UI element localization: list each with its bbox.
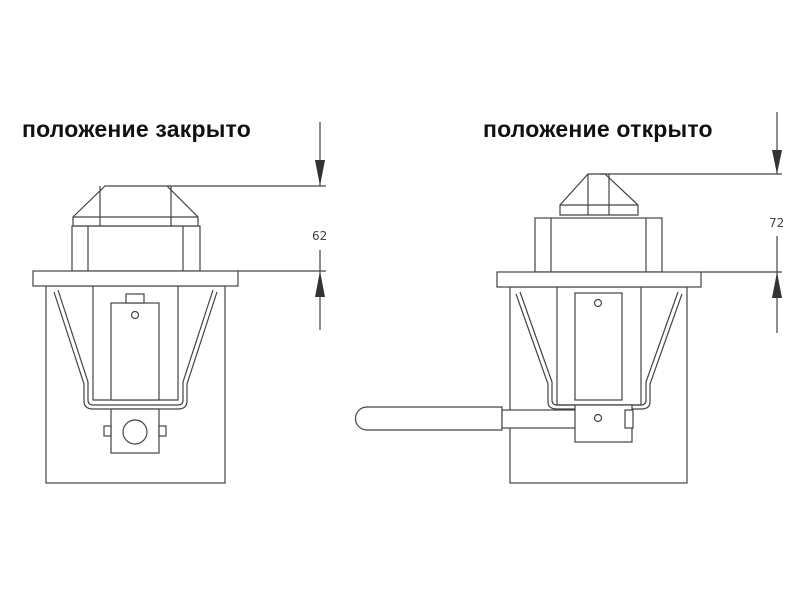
lower-block xyxy=(574,404,633,443)
open-dimension: 72 xyxy=(600,112,784,333)
column-bolt xyxy=(130,310,140,320)
central-column xyxy=(110,302,160,401)
column-bolt xyxy=(593,298,603,308)
closed-lock-drawing xyxy=(32,185,239,484)
cone-head xyxy=(72,185,199,227)
housing-box xyxy=(534,217,663,273)
open-dimension-label: 72 xyxy=(769,216,784,230)
arrow-down-icon xyxy=(315,160,325,186)
housing-box xyxy=(71,225,201,272)
open-lock-drawing xyxy=(354,173,702,484)
closed-position-title: положение закрыто xyxy=(22,116,251,142)
arrow-down-icon xyxy=(772,150,782,174)
arrow-up-icon xyxy=(315,271,325,297)
lower-block xyxy=(110,408,160,454)
lever-shaft xyxy=(501,409,578,429)
column-tab xyxy=(125,293,145,304)
central-column xyxy=(574,292,623,401)
closed-dimension: 62 xyxy=(167,122,327,330)
lower-hole xyxy=(122,419,148,445)
spring-arms xyxy=(57,289,214,406)
closed-dimension-label: 62 xyxy=(312,229,327,243)
mount-plate xyxy=(32,270,239,287)
arrow-up-icon xyxy=(772,272,782,298)
mount-plate xyxy=(496,271,702,288)
lever-handle xyxy=(354,406,503,431)
lower-bolt xyxy=(593,413,603,423)
cone-head xyxy=(559,173,639,216)
open-position-title: положение открыто xyxy=(483,116,713,142)
